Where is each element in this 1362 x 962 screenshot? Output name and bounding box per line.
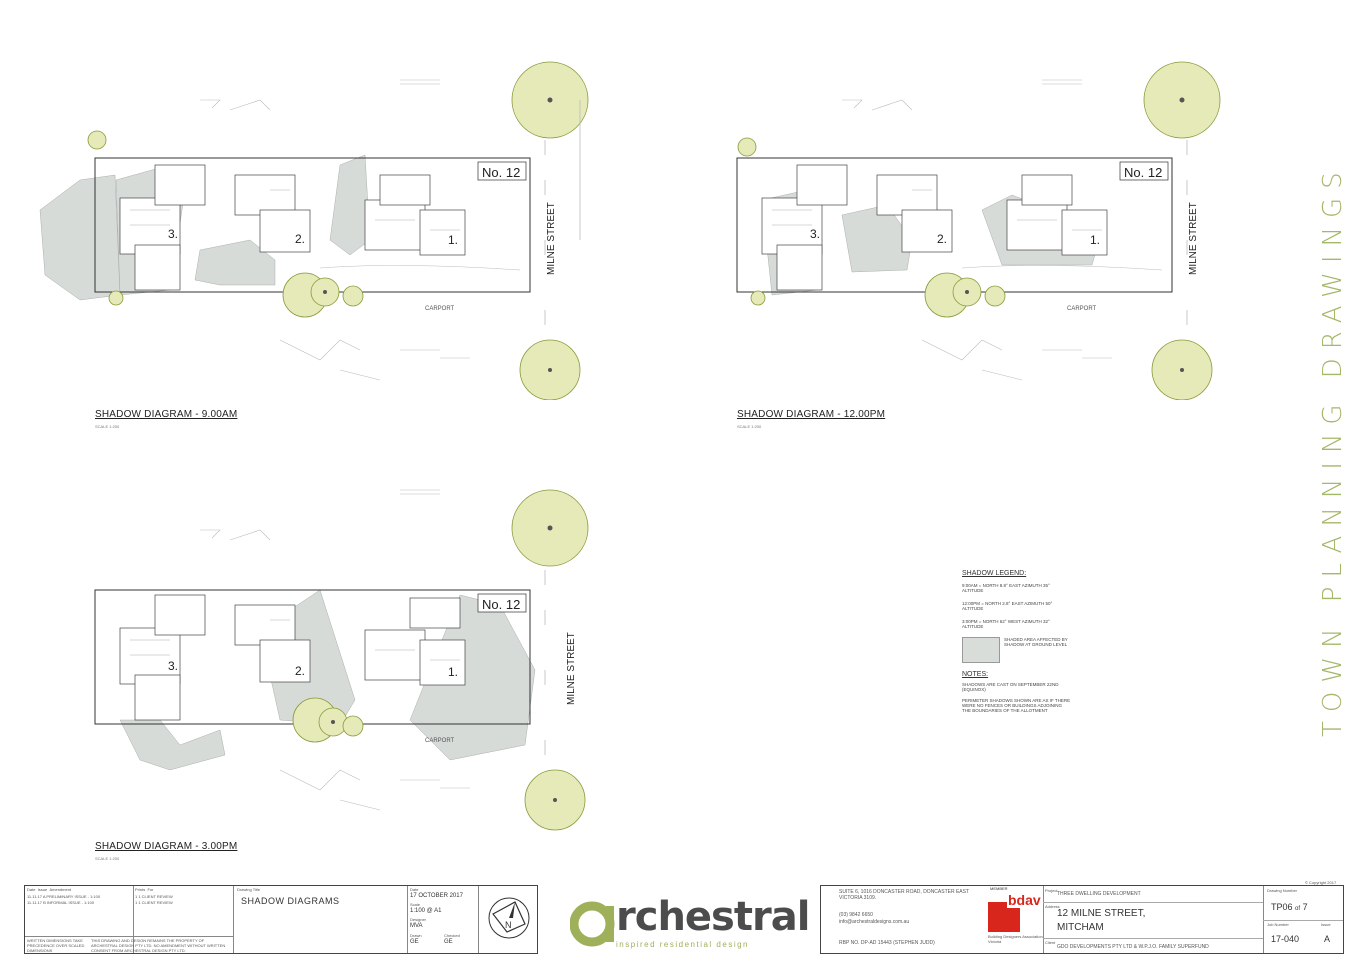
bdav-wordmark: bdav xyxy=(1007,892,1042,908)
bdav-logo: MEMBER bdav Building Designers Associati… xyxy=(985,886,1043,944)
copyright: © Copyright 2017 xyxy=(1305,880,1337,885)
company-address: SUITE 6, 1016 DONCASTER ROAD, DONCASTER … xyxy=(839,889,969,901)
unit-1-label: 1. xyxy=(448,233,458,247)
client-label: Client xyxy=(1045,940,1056,945)
revisions-header: Date Issue Amendment xyxy=(27,887,72,892)
unit-3-label: 3. xyxy=(168,659,178,673)
site-address-line-2: MITCHAM xyxy=(1057,922,1104,933)
street-label: MILNE STREET xyxy=(566,632,577,705)
vertical-title: TOWN PLANNING DRAWINGS xyxy=(1318,163,1348,737)
copyright-note: THIS DRAWING AND DESIGN REMAINS THE PROP… xyxy=(91,938,226,953)
carport-label: CARPORT xyxy=(425,738,455,744)
date-label: Date xyxy=(410,887,419,892)
issue-label: Issue xyxy=(1321,922,1331,927)
shadow-legend: SHADOW LEGEND: 9:00AM = NORTH 8.8° EAST … xyxy=(962,570,1072,719)
unit-3-label: 3. xyxy=(810,227,820,241)
scale-note-3pm: SCALE 1:200 xyxy=(95,856,120,861)
note-item: SHADOWS ARE CAST ON SEPTEMBER 22ND (EQUI… xyxy=(962,682,1059,692)
legend-entry: 3:00PM = NORTH 62° WEST AZIMUTH 32° ALTI… xyxy=(962,619,1050,629)
street-label: MILNE STREET xyxy=(546,202,557,275)
logo-tagline: inspired residential design xyxy=(616,940,749,949)
svg-text:N: N xyxy=(505,920,512,930)
drawing-title: SHADOW DIAGRAMS xyxy=(241,896,340,906)
scale-note-9am: SCALE 1:200 xyxy=(95,424,120,429)
site-plan-9am: 3. 2. 1. No. 12 MILNE STREET CARPORT xyxy=(39,61,589,400)
legend-heading: SHADOW LEGEND: xyxy=(962,570,1027,577)
lot-number-label: No. 12 xyxy=(1124,165,1162,180)
unit-1-label: 1. xyxy=(1090,233,1100,247)
prints-panel: Prints For 1 1 CLIENT REVIEW 1 1 CLIENT … xyxy=(133,886,234,953)
designer-value: MVA xyxy=(410,923,423,929)
legend-entry: 9:00AM = NORTH 8.8° EAST AZIMUTH 35° ALT… xyxy=(962,583,1050,593)
meta-panel: Date 17 OCTOBER 2017 Scale 1:100 @ A1 De… xyxy=(407,886,479,953)
drawn-label: Drawn xyxy=(410,933,422,938)
scale-note-12pm: SCALE 1:200 xyxy=(737,424,762,429)
diagram-title-12pm: SHADOW DIAGRAM - 12.00PM xyxy=(737,409,886,420)
company-phone: (03) 9842 6650 xyxy=(839,912,873,918)
drawn-value: GE xyxy=(410,939,419,945)
unit-2-label: 2. xyxy=(295,232,305,246)
drawing-number: TP06 of 7 xyxy=(1271,902,1308,912)
unit-2-label: 2. xyxy=(937,232,947,246)
scale-label: Scale xyxy=(410,902,421,907)
issue-value: A xyxy=(1324,934,1331,944)
shadow-swatch xyxy=(962,637,1000,663)
archestral-logo-icon xyxy=(569,901,615,947)
legend-shaded-row: SHADED AREA AFFECTED BY SHADOW AT GROUND… xyxy=(962,637,1072,663)
designer-label: Designer xyxy=(410,917,427,922)
revision-row: 11.11.17 A PRELIMINARY ISSUE - 1:100 xyxy=(27,894,101,899)
diagram-title-9am: SHADOW DIAGRAM - 9.00AM xyxy=(95,409,238,420)
company-logo: archestral rchestral inspired residentia… xyxy=(569,892,810,952)
job-number-label: Job Number xyxy=(1267,922,1289,927)
drawing-title-label: Drawing Title xyxy=(237,887,261,892)
lot-number-label: No. 12 xyxy=(482,597,520,612)
print-row: 1 1 CLIENT REVIEW xyxy=(135,900,173,905)
site-address-line-1: 12 MILNE STREET, xyxy=(1057,908,1146,919)
member-label: MEMBER xyxy=(990,886,1008,891)
unit-3-label: 3. xyxy=(168,227,178,241)
disclaimer: WRITTEN DIMENSIONS TAKE PRECEDENCE OVER … xyxy=(27,938,85,953)
drawing-number-label: Drawing Number xyxy=(1267,888,1298,893)
checked-value: GE xyxy=(444,939,453,945)
checked-label: Checked xyxy=(444,933,460,938)
legend-shaded-label: SHADED AREA AFFECTED BY SHADOW AT GROUND… xyxy=(1004,637,1068,647)
scale-value: 1:100 @ A1 xyxy=(410,908,442,914)
title-block-right: SUITE 6, 1016 DONCASTER ROAD, DONCASTER … xyxy=(820,885,1344,954)
bdav-subtitle: Building Designers Association Victoria xyxy=(988,934,1043,944)
diagram-title-3pm: SHADOW DIAGRAM - 3.00PM xyxy=(95,841,238,852)
site-plan-12pm: 3. 2. 1. No. 12 MILNE STREET CARPORT xyxy=(736,61,1221,400)
project-label: Project xyxy=(1045,888,1058,893)
unit-1-label: 1. xyxy=(448,665,458,679)
north-arrow-icon: N xyxy=(488,897,530,939)
prints-header: Prints For xyxy=(135,887,154,892)
revision-row: 11.11.17 B INFORMAL ISSUE - 1:100 xyxy=(27,900,95,905)
site-plan-3pm: 3. 2. 1. No. 12 MILNE STREET CARPORT xyxy=(94,489,589,831)
revisions-panel: Date Issue Amendment 11.11.17 A PRELIMIN… xyxy=(25,886,134,953)
company-email: info@archestraldesigns.com.au xyxy=(839,919,910,925)
note-item: PERIMETER SHADOWS SHOWN ARE AS IF THERE … xyxy=(962,698,1071,713)
job-number: 17-040 xyxy=(1271,934,1300,944)
project-name: THREE DWELLING DEVELOPMENT xyxy=(1057,891,1141,897)
street-label: MILNE STREET xyxy=(1188,202,1199,275)
legend-entry: 12:00PM = NORTH 2.8° EAST AZIMUTH 50° AL… xyxy=(962,601,1053,611)
registration: RBP NO. DP-AD 15443 (STEPHEN JUDD) xyxy=(839,940,935,946)
client-name: GDO DEVELOPMENTS PTY LTD & W.P.J.O. FAMI… xyxy=(1057,944,1209,950)
carport-label: CARPORT xyxy=(1067,306,1097,312)
address-label: Address xyxy=(1045,904,1060,909)
date-value: 17 OCTOBER 2017 xyxy=(410,893,463,899)
unit-2-label: 2. xyxy=(295,664,305,678)
lot-number-label: No. 12 xyxy=(482,165,520,180)
carport-label: CARPORT xyxy=(425,306,455,312)
notes-heading: NOTES: xyxy=(962,671,989,678)
title-block-left: Date Issue Amendment 11.11.17 A PRELIMIN… xyxy=(24,885,538,954)
print-row: 1 1 CLIENT REVIEW xyxy=(135,894,173,899)
